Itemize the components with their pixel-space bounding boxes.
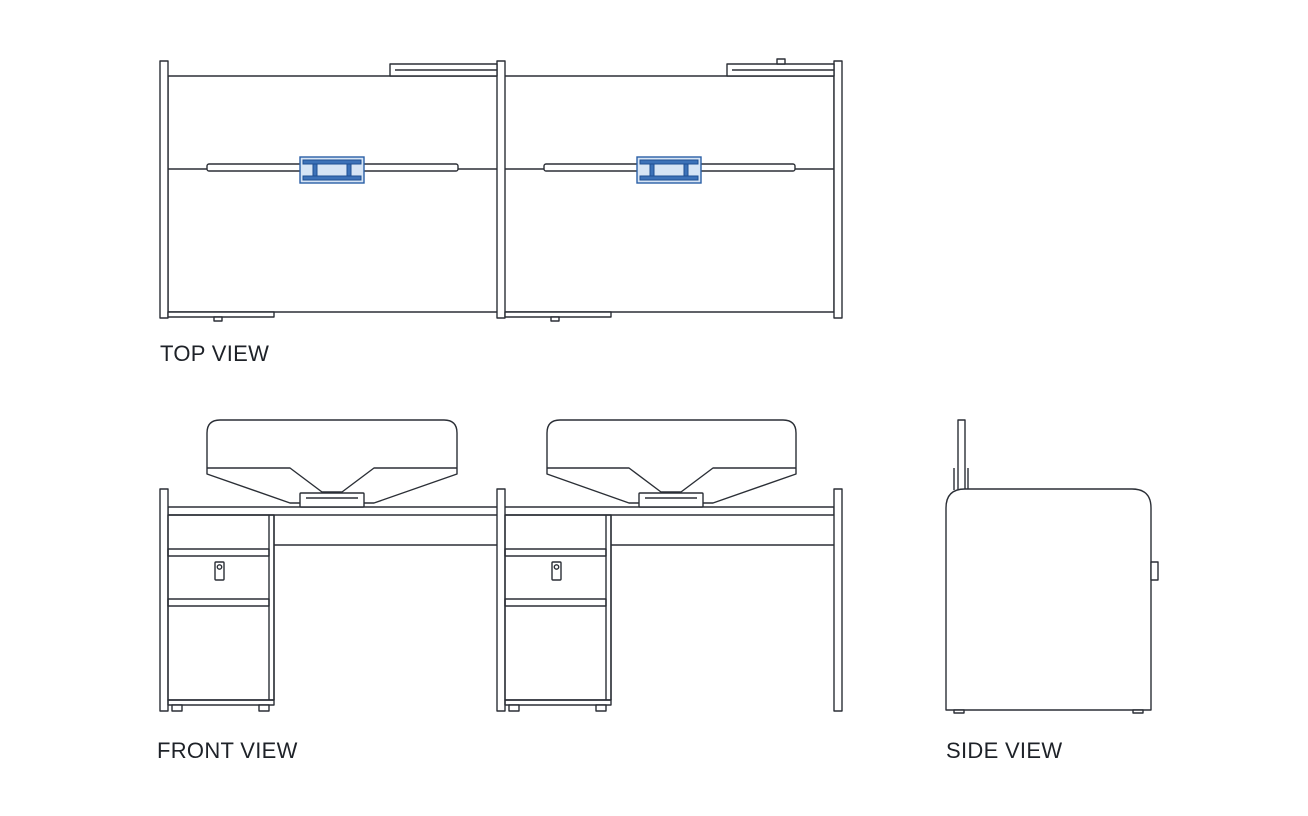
- front-left-panel: [159, 488, 169, 712]
- front-view-label: FRONT VIEW: [157, 738, 298, 763]
- front-monitor-2: [546, 419, 797, 508]
- top-view-drawing: [159, 58, 843, 322]
- top-pedestal-edge-2: [504, 311, 612, 318]
- top-pedestal-handle-1: [213, 316, 223, 322]
- top-middle-panel: [496, 60, 506, 319]
- top-pedestal-edge-1: [167, 311, 275, 318]
- side-body: [945, 488, 1152, 711]
- side-monitor-profile: [957, 419, 966, 491]
- top-view-label: TOP VIEW: [160, 341, 270, 366]
- front-pedestal-1: [167, 514, 275, 712]
- front-middle-panel: [496, 488, 506, 712]
- side-handle: [1150, 561, 1159, 581]
- front-pedestal-2: [504, 514, 612, 712]
- top-back-knob: [776, 58, 786, 65]
- side-view-label: SIDE VIEW: [946, 738, 1063, 763]
- top-right-panel: [833, 60, 843, 319]
- front-right-panel: [833, 488, 843, 712]
- top-pedestal-handle-2: [550, 316, 560, 322]
- front-monitor-1: [206, 419, 458, 508]
- side-view-drawing: [945, 419, 1159, 714]
- top-left-panel: [159, 60, 169, 319]
- front-view-drawing: [159, 419, 843, 712]
